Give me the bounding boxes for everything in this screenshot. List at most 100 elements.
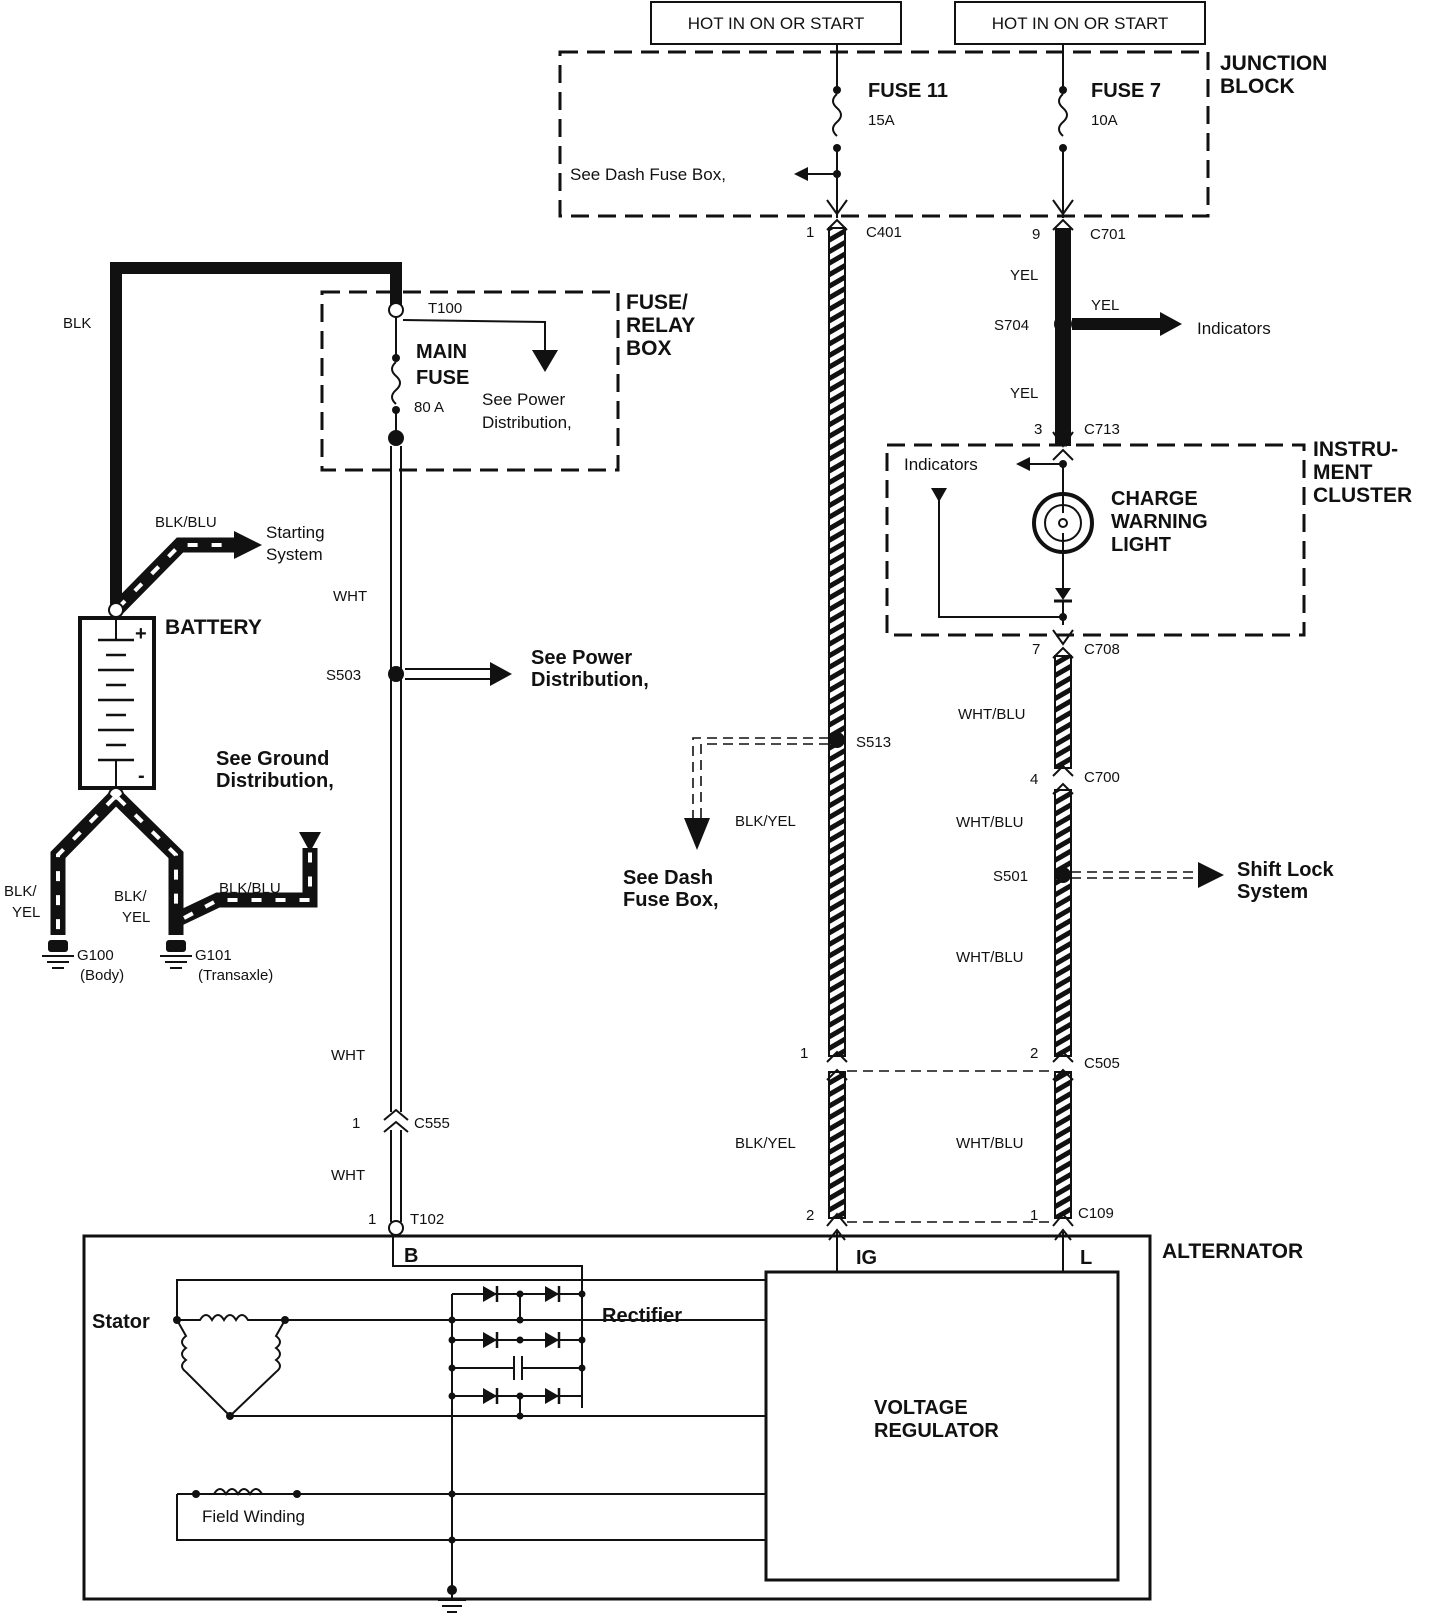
starting-line2: System [266,545,323,564]
c555-pin: 1 [352,1115,360,1132]
c505-left-chevron-top [826,1050,848,1063]
terminal-l: L [1080,1247,1092,1269]
indicators-label-right: Indicators [1197,319,1271,338]
c555-chevron-bottom [383,1120,409,1133]
g101-sub: (Transaxle) [198,967,273,984]
battery-label: BATTERY [165,616,262,639]
t100-label: T100 [428,300,462,317]
see-power-2-line2: Distribution, [531,669,649,691]
g100-wire [50,792,120,935]
c700-chevron-bottom [1052,782,1074,795]
indicators-arrow [1160,312,1182,336]
g100-wire-label-1: BLK/ [4,883,37,900]
see-power-1-line2: Distribution, [482,413,572,432]
c401-label: C401 [866,224,902,241]
see-ground-line2: Distribution, [216,770,334,792]
c701-chevron-top [1052,199,1074,216]
g100-wire-label-2: YEL [12,904,40,921]
wire-label-wht-blu-1: WHT/BLU [958,706,1026,723]
hot-box-right: HOT IN ON OR START [954,1,1206,45]
c505-pin-left: 1 [800,1045,808,1062]
field-winding-label: Field Winding [202,1507,305,1526]
hot-label-right: HOT IN ON OR START [992,14,1169,33]
s513-branch-2 [700,743,829,818]
wht-b-wire [390,446,402,1222]
c713-label: C713 [1084,421,1120,438]
see-power-2-arrow [490,662,512,686]
starting-line1: Starting [266,523,325,542]
see-power-1-line1: See Power [482,390,565,409]
fuse-7-name: FUSE 7 [1091,80,1161,102]
c708-label: C708 [1084,641,1120,658]
stator-label: Stator [92,1311,150,1333]
main-fuse-line1: MAIN [416,341,467,363]
junction-block: JUNCTION BLOCK FUSE 11 15A See Dash Fuse… [558,50,1327,218]
c401-chevron-top [826,199,848,216]
t102-label: T102 [410,1211,444,1228]
c701-label: C701 [1090,226,1126,243]
alternator-title: ALTERNATOR [1162,1240,1303,1263]
s501-label: S501 [993,868,1028,885]
s513-label: S513 [856,734,891,751]
stator-winding [173,1279,766,1420]
fuse-relay-box: FUSE/ RELAY BOX T100 MAIN FUSE 80 A See … [320,290,695,472]
charge-line-2: WARNING [1111,511,1208,533]
main-fuse-line2: FUSE [416,367,469,389]
s704-splice [1054,315,1072,333]
c109-label: C109 [1078,1205,1114,1222]
terminal-b: B [404,1245,418,1267]
c505-right-chevron-bottom [1052,1068,1074,1081]
s513-splice [829,732,845,748]
c505-left-chevron-bottom [826,1068,848,1081]
fuse-11-name: FUSE 11 [868,80,948,102]
shift-lock-line1: Shift Lock [1237,859,1335,881]
starting-system-arrow [234,531,262,559]
field-winding [176,1488,766,1544]
see-dash-2-line2: Fuse Box, [623,889,719,911]
c555-chevron-top [383,1108,409,1121]
battery-plus: + [135,623,147,645]
fuse-relay-title-3: BOX [626,337,672,360]
see-dash-arrow-2 [684,818,710,850]
g101-wire-label-2: YEL [122,909,150,926]
battery: + - BATTERY [78,602,262,803]
c700-label: C700 [1084,769,1120,786]
s513-branch-1 [692,737,829,818]
fuse-relay-title-1: FUSE/ [626,291,688,314]
wire-label-blk-yel-1: BLK/YEL [735,813,796,830]
c109-pin-right: 1 [1030,1207,1038,1224]
yel-wire [1055,228,1071,446]
wire-label-blk-blu-starting: BLK/BLU [155,514,217,531]
rectifier-bridge [448,1286,586,1590]
c701-pin: 9 [1032,226,1040,243]
fuse-relay-title-2: RELAY [626,314,695,337]
s503-splice [388,666,404,682]
cluster-diode [1055,588,1071,600]
wire-label-wht-3: WHT [331,1167,365,1184]
wire-label-wht-blu-4: WHT/BLU [956,1135,1024,1152]
blk-blu-starting-wire [112,537,238,614]
see-dash-arrow [794,167,808,181]
see-power-2-line1: See Power [531,647,632,669]
g100-label: G100 [77,947,114,964]
c708-chevron-top [1052,629,1074,646]
t102-pin: 1 [368,1211,376,1228]
fuse-11-rating: 15A [868,112,895,129]
regulator-line1: VOLTAGE [874,1397,968,1419]
terminal-ig: IG [856,1247,877,1269]
fuse-11: FUSE 11 15A [832,80,948,218]
g100-sub: (Body) [80,967,124,984]
wire-label-yel-bottom: YEL [1010,385,1038,402]
regulator-line2: REGULATOR [874,1420,999,1442]
wire-label-wht-2: WHT [331,1047,365,1064]
wire-label-blk-blu-ground: BLK/BLU [219,880,281,897]
wire-label-blk-yel-2: BLK/YEL [735,1135,796,1152]
rectifier-label: Rectifier [602,1305,682,1327]
see-ground-line1: See Ground [216,748,329,770]
wht-blu-l-wire [1054,655,1072,1219]
g101-ground-icon [160,940,192,969]
fuse-7-rating: 10A [1091,112,1118,129]
charge-line-3: LIGHT [1111,534,1171,556]
t102-terminal [388,1220,404,1236]
